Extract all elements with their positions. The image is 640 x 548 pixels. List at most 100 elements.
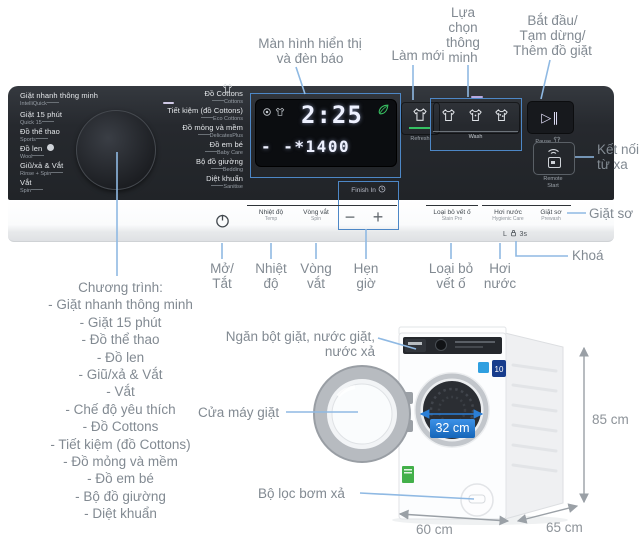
remote-annotation: Kết nối từ xa [597, 142, 640, 172]
display-annotation: Màn hình hiển thị và đèn báo [258, 36, 362, 66]
timer-minus-button[interactable]: − [344, 207, 356, 227]
list-item: - Tiết kiệm (đồ Cottons) [50, 436, 191, 452]
program-cottons: Đồ Cottons Cottons [204, 89, 243, 105]
display-time: 2:25 [301, 101, 363, 129]
program-indicator-light [163, 102, 174, 104]
display-spin-row: - -*1400 [261, 137, 351, 156]
prewash-annotation: Giặt sơ [589, 206, 634, 221]
list-item: - Đồ Cottons [82, 419, 159, 435]
drain-pump-filter [460, 483, 494, 517]
program-baby-care: Đồ em bé Baby Care [100, 140, 243, 158]
wash-buttons-group [433, 102, 520, 134]
list-item: - Đồ em bé [87, 471, 154, 487]
depth-dimension: 65 cm [546, 520, 583, 535]
lock-annotation: Khoá [572, 248, 604, 263]
program-list-title: Chương trình: [78, 280, 163, 295]
wash-callout-box [430, 98, 522, 151]
wash-divider [433, 131, 518, 132]
door-hinge [404, 420, 413, 432]
warranty-badge [492, 360, 506, 377]
door-glass [331, 383, 393, 445]
temp-button[interactable]: Nhiệt độ Temp [247, 205, 295, 223]
refresh-shirt-icon [412, 107, 428, 123]
steam-button[interactable]: Hơi nước Hygienic Care [482, 205, 534, 223]
svg-text:10: 10 [495, 365, 504, 374]
program-sanitise: Diệt khuẩn Sanitise [206, 174, 243, 190]
list-item: - Giặt nhanh thông minh [48, 297, 193, 313]
wash-indicator-light [471, 96, 483, 98]
appliance-icon [548, 157, 561, 168]
temp-annotation: Nhiệt độ [255, 261, 287, 291]
program-spin: Vắt Spin [20, 178, 44, 196]
program-wool: Đồ len Wool [20, 144, 55, 162]
timer-annotation: Hẹn giờ [353, 261, 379, 291]
prewash-button[interactable]: Giặt sơ Prewash [531, 205, 571, 223]
child-lock-indicator[interactable]: L 3s [503, 228, 527, 238]
finish-in-label: Finish In [339, 185, 398, 194]
clock-icon [378, 185, 386, 193]
divider [46, 102, 59, 103]
wool-icon [47, 144, 55, 151]
lock-icon [510, 230, 516, 237]
machine-top-control-strip [403, 337, 502, 354]
wash-group-label: Wash [468, 134, 483, 140]
list-item: - Đồ len [96, 349, 145, 365]
energy-label [402, 466, 414, 483]
drawer-annotation: Ngăn bột giặt, nước giặt, nước xả [225, 329, 375, 359]
power-button[interactable] [214, 212, 231, 229]
program-rinse-spin: Giũ/xả & Vắt Rinse + Spin [20, 161, 64, 177]
program-dial-knob[interactable] [76, 110, 156, 190]
door-annotation: Cửa máy giặt [198, 405, 280, 420]
list-item: - Đồ mỏng và mềm [63, 454, 178, 470]
wifi-icon [548, 148, 559, 154]
stain-pro-button[interactable]: Loại bỏ vết ố Stain Pro [426, 205, 478, 223]
refresh-button-label: Refresh [410, 136, 430, 142]
refresh-active-light [409, 127, 431, 129]
door-hinge [404, 392, 413, 404]
wash-heavy-icon[interactable] [494, 108, 509, 123]
timer-plus-button[interactable]: + [372, 207, 384, 227]
brand-logo [408, 342, 422, 345]
filter-annotation: Bộ lọc bơm xả [258, 486, 345, 501]
stain-indicator-icon [263, 108, 271, 116]
smart-select-annotation: Lựa chọn thông minh [446, 5, 480, 65]
width-dimension: 60 cm [416, 522, 453, 537]
display-callout-box [250, 93, 401, 178]
eco-leaf-icon [378, 104, 389, 115]
program-quick15: Giặt 15 phút Quick 15 [20, 110, 63, 126]
list-item: - Đồ thể thao [81, 332, 160, 348]
list-item: - Diệt khuẩn [84, 506, 157, 522]
feature-badge [478, 362, 489, 373]
control-strip [8, 200, 614, 242]
list-item: - Giũ/xả & Vắt [78, 367, 163, 383]
wash-medium-icon[interactable] [468, 108, 483, 123]
list-item: - Bộ đồ giường [75, 488, 166, 504]
spin-annotation: Vòng vắt [300, 261, 332, 291]
height-dimension: 85 cm [592, 412, 629, 427]
machine-side-panel [504, 332, 564, 520]
program-delicates: Đồ mỏng và mềm DelicatesPlus [182, 123, 243, 139]
program-bedding: Bộ đồ giường Bedding [195, 157, 243, 173]
program-list: Chương trình: - Giặt nhanh thông minh - … [18, 279, 223, 523]
mini-dial-knob [435, 339, 447, 351]
drum-width-badge: 32 cm [430, 419, 475, 438]
refresh-button[interactable] [401, 102, 440, 135]
program-intelliquick: Giặt nhanh thông minh IntelliQuick [20, 91, 98, 107]
remote-start-label: Remote Start [543, 176, 563, 189]
detergent-drawer [405, 339, 426, 352]
spin-button[interactable]: Vòng vắt Spin [292, 205, 340, 223]
program-sports: Đồ thể thao Sports [20, 127, 60, 143]
remote-start-button[interactable] [533, 142, 575, 175]
list-item: - Giặt 15 phút [79, 314, 162, 330]
refresh-annotation: Làm mới [391, 48, 445, 63]
list-item: - Vắt [106, 384, 135, 400]
open-door-ring [313, 365, 411, 463]
snowflake-icon: * [294, 137, 306, 156]
stain-annotation: Loại bỏ vết ố [428, 261, 474, 291]
start-pause-annotation: Bắt đầu/ Tạm dừng/ Thêm đồ giặt [513, 13, 592, 58]
start-pause-button[interactable]: ▷∥ [527, 101, 574, 134]
timer-touch-line [340, 205, 397, 206]
shirt-icon [222, 83, 233, 94]
steam-annotation: Hơi nước [483, 261, 517, 291]
